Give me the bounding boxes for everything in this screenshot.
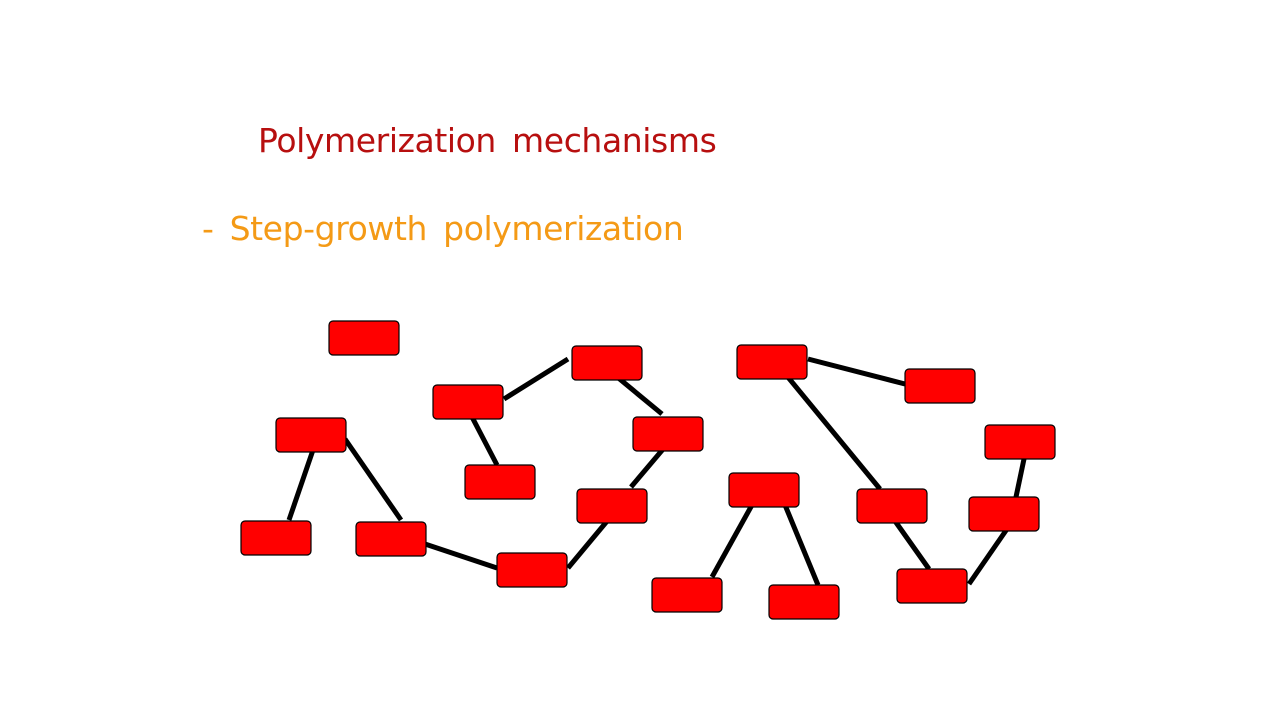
- monomer-unit: [328, 320, 400, 356]
- monomer-unit: [651, 577, 723, 613]
- monomer-unit: [904, 368, 976, 404]
- monomer-unit: [632, 416, 704, 452]
- bond-line: [629, 446, 666, 489]
- bond-line: [469, 415, 500, 467]
- bonds: [286, 356, 1027, 586]
- slide-subtitle: - Step-growth polymerization: [202, 209, 684, 248]
- bond-line: [614, 374, 664, 416]
- monomer-unit: [984, 424, 1056, 460]
- monomer-unit: [496, 552, 568, 588]
- monomer-unit: [464, 464, 536, 500]
- bond-line: [424, 541, 498, 571]
- monomer-unit: [355, 521, 427, 557]
- monomers: [240, 320, 1056, 620]
- bond-line: [709, 503, 755, 579]
- monomer-unit: [571, 345, 643, 381]
- bond-line: [502, 356, 570, 402]
- bond-line: [892, 519, 932, 571]
- monomer-unit: [896, 568, 968, 604]
- monomer-unit: [432, 384, 504, 420]
- bond-line: [807, 356, 906, 387]
- bond-line: [782, 504, 821, 586]
- monomer-unit: [728, 472, 800, 508]
- bond-line: [785, 374, 882, 491]
- monomer-unit: [576, 488, 648, 524]
- monomer-unit: [275, 417, 347, 453]
- slide-title: Polymerization mechanisms: [258, 121, 717, 160]
- monomer-unit: [768, 584, 840, 620]
- bond-line: [566, 518, 610, 570]
- monomer-unit: [736, 344, 808, 380]
- bond-line: [1013, 458, 1027, 498]
- monomer-unit: [968, 496, 1040, 532]
- bond-line: [966, 527, 1010, 586]
- monomer-unit: [856, 488, 928, 524]
- bond-line: [342, 437, 404, 522]
- bond-line: [286, 449, 316, 521]
- monomer-unit: [240, 520, 312, 556]
